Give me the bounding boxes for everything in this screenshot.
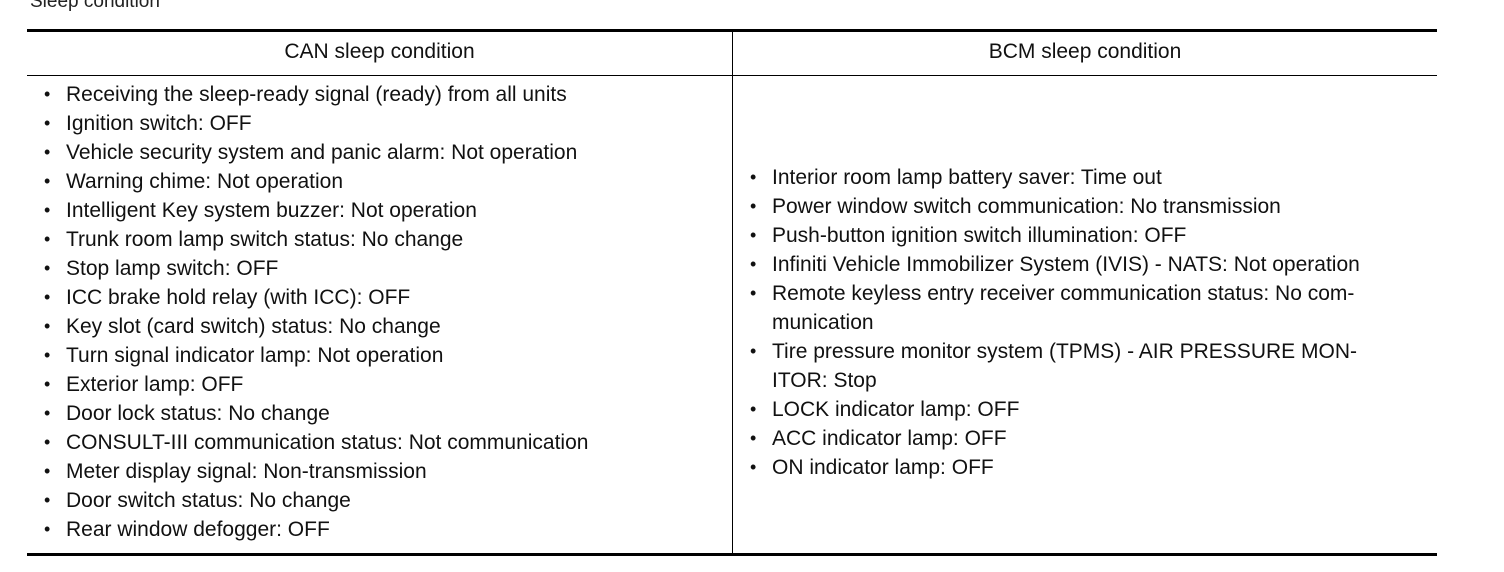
bcm-condition-item: • Power window switch communication: No t… [733, 192, 1360, 221]
bcm-sleep-condition-cell: • Interior room lamp battery saver: Time … [733, 76, 1437, 556]
bullet-icon: • [44, 461, 51, 481]
bcm-condition-text-line: Tire pressure monitor system (TPMS) - AI… [772, 339, 1357, 363]
can-condition-text: Key slot (card switch) status: No change [66, 315, 441, 338]
can-condition-text: Ignition switch: OFF [66, 112, 252, 135]
bullet-icon: • [750, 456, 757, 477]
can-condition-item: • Intelligent Key system buzzer: Not oper… [27, 196, 732, 225]
bullet-icon: • [44, 490, 51, 510]
can-condition-item: • Warning chime: Not operation [27, 167, 732, 196]
can-condition-text: Stop lamp switch: OFF [66, 257, 279, 280]
can-condition-text: Door switch status: No change [66, 489, 351, 512]
can-condition-text: Trunk room lamp switch status: No change [66, 228, 464, 251]
bcm-condition-list: • Interior room lamp battery saver: Time … [733, 163, 1360, 482]
bcm-condition-item: • Tire pressure monitor system (TPMS) - A… [733, 337, 1360, 395]
can-condition-text: ICC brake hold relay (with ICC): OFF [66, 286, 411, 309]
bcm-condition-item: • ON indicator lamp: OFF [733, 453, 1360, 482]
bullet-icon: • [44, 258, 51, 278]
bullet-icon: • [750, 398, 757, 419]
can-condition-text: CONSULT-III communication status: Not co… [66, 431, 589, 454]
bullet-icon: • [44, 113, 51, 133]
bcm-condition-text-line: Interior room lamp battery saver: Time o… [772, 165, 1162, 189]
bullet-icon: • [750, 427, 757, 448]
can-condition-text: Rear window defogger: OFF [66, 518, 330, 541]
bullet-icon: • [44, 287, 51, 307]
can-condition-item: • Exterior lamp: OFF [27, 370, 732, 399]
can-condition-item: • Trunk room lamp switch status: No chang… [27, 225, 732, 254]
can-condition-item: • CONSULT-III communication status: Not c… [27, 428, 732, 457]
bullet-icon: • [44, 432, 51, 452]
can-condition-item: • Rear window defogger: OFF [27, 515, 732, 544]
bcm-condition-item: • Remote keyless entry receiver communica… [733, 279, 1360, 337]
bcm-condition-item: • Infiniti Vehicle Immobilizer System (IV… [733, 250, 1360, 279]
bullet-icon: • [44, 84, 51, 104]
can-condition-text: Intelligent Key system buzzer: Not opera… [66, 199, 477, 222]
bullet-icon: • [44, 316, 51, 336]
bcm-condition-text-line: LOCK indicator lamp: OFF [772, 397, 1020, 421]
can-sleep-condition-cell: • Receiving the sleep-ready signal (ready… [27, 76, 732, 556]
bullet-icon: • [44, 200, 51, 220]
bullet-icon: • [44, 374, 51, 394]
can-condition-item: • Ignition switch: OFF [27, 109, 732, 138]
bcm-condition-item: • LOCK indicator lamp: OFF [733, 395, 1360, 424]
bullet-icon: • [44, 345, 51, 365]
column-divider [732, 32, 733, 553]
bcm-condition-item: • ACC indicator lamp: OFF [733, 424, 1360, 453]
can-condition-text: Meter display signal: Non-transmission [66, 460, 427, 483]
bullet-icon: • [44, 403, 51, 423]
can-condition-list: • Receiving the sleep-ready signal (ready… [27, 80, 732, 544]
can-condition-text: Turn signal indicator lamp: Not operatio… [66, 344, 444, 367]
can-condition-text: Vehicle security system and panic alarm:… [66, 141, 578, 164]
bullet-icon: • [44, 519, 51, 539]
bullet-icon: • [44, 142, 51, 162]
bullet-icon: • [750, 253, 757, 274]
header-can-sleep-condition: CAN sleep condition [284, 40, 475, 63]
can-condition-item: • Vehicle security system and panic alarm… [27, 138, 732, 167]
sleep-condition-table: CAN sleep condition BCM sleep condition … [27, 29, 1437, 556]
can-condition-item: • Stop lamp switch: OFF [27, 254, 732, 283]
bullet-icon: • [750, 166, 757, 187]
header-bcm-sleep-condition: BCM sleep condition [988, 40, 1182, 63]
can-condition-text: Exterior lamp: OFF [66, 373, 244, 396]
bcm-condition-text-line: Power window switch communication: No tr… [772, 194, 1281, 218]
bcm-condition-text-line: Push-button ignition switch illumination… [772, 223, 1187, 247]
bcm-condition-text-line: munication [772, 310, 874, 334]
bcm-condition-item: • Push-button ignition switch illuminatio… [733, 221, 1360, 250]
can-condition-text: Door lock status: No change [66, 402, 330, 425]
bcm-condition-item: • Interior room lamp battery saver: Time … [733, 163, 1360, 192]
bullet-icon: • [750, 195, 757, 216]
can-condition-item: • ICC brake hold relay (with ICC): OFF [27, 283, 732, 312]
can-condition-text: Warning chime: Not operation [66, 170, 344, 193]
can-condition-item: • Receiving the sleep-ready signal (ready… [27, 80, 732, 109]
bcm-condition-text-line: ITOR: Stop [772, 368, 877, 392]
can-condition-item: • Meter display signal: Non-transmission [27, 457, 732, 486]
bullet-icon: • [44, 171, 51, 191]
can-condition-item: • Door lock status: No change [27, 399, 732, 428]
bullet-icon: • [750, 224, 757, 245]
bcm-condition-text-line: ON indicator lamp: OFF [772, 455, 994, 479]
bcm-condition-text-line: ACC indicator lamp: OFF [772, 426, 1007, 450]
bullet-icon: • [44, 229, 51, 249]
can-condition-item: • Turn signal indicator lamp: Not operati… [27, 341, 732, 370]
section-heading-cropped: Sleep condition [30, 0, 160, 12]
bcm-condition-text-line: Infiniti Vehicle Immobilizer System (IVI… [772, 252, 1360, 276]
can-condition-item: • Door switch status: No change [27, 486, 732, 515]
can-condition-item: • Key slot (card switch) status: No chang… [27, 312, 732, 341]
bcm-condition-text-line: Remote keyless entry receiver communicat… [772, 281, 1355, 305]
can-condition-text: Receiving the sleep-ready signal (ready)… [66, 83, 567, 106]
bullet-icon: • [750, 282, 757, 303]
bullet-icon: • [750, 340, 757, 361]
